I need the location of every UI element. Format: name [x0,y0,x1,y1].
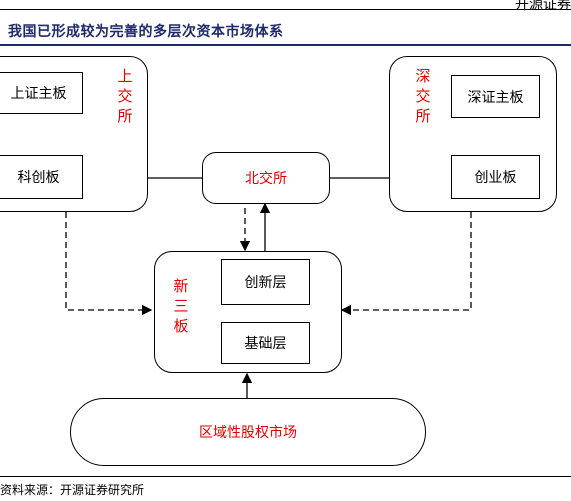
star-market-board: 科创板 [0,155,83,199]
szse-char-1: 深 [415,67,431,85]
dashed-szse-to-neeq [340,212,472,316]
sse-char-1: 上 [117,67,133,85]
sse-char-2: 交 [117,87,133,105]
sse-char-3: 所 [117,107,133,125]
chinext-board: 创业板 [451,155,540,199]
title-rule [0,44,571,46]
figure-title: 我国已形成较为完善的多层次资本市场体系 [8,24,284,40]
neeq-char-2: 三 [173,297,189,315]
szse-label: 深 交 所 [414,66,432,126]
szse-main-board: 深证主板 [451,75,540,118]
szse-char-3: 所 [415,107,431,125]
footer-rule [0,476,571,477]
neeq-char-3: 板 [173,317,189,335]
sse-label: 上 交 所 [116,66,134,126]
szse-char-2: 交 [415,87,431,105]
sse-main-board: 上证主板 [0,72,83,114]
neeq-char-1: 新 [173,277,189,295]
regional-equity-market: 区域性股权市场 [70,398,426,466]
bse-box: 北交所 [202,152,330,204]
basic-tier: 基础层 [221,322,310,364]
innovation-tier: 创新层 [221,259,310,305]
top-rule [0,9,571,10]
source-note: 资料来源：开源证券研究所 [0,483,145,497]
dashed-sse-to-neeq [65,212,153,316]
neeq-label: 新 三 板 [172,276,190,336]
